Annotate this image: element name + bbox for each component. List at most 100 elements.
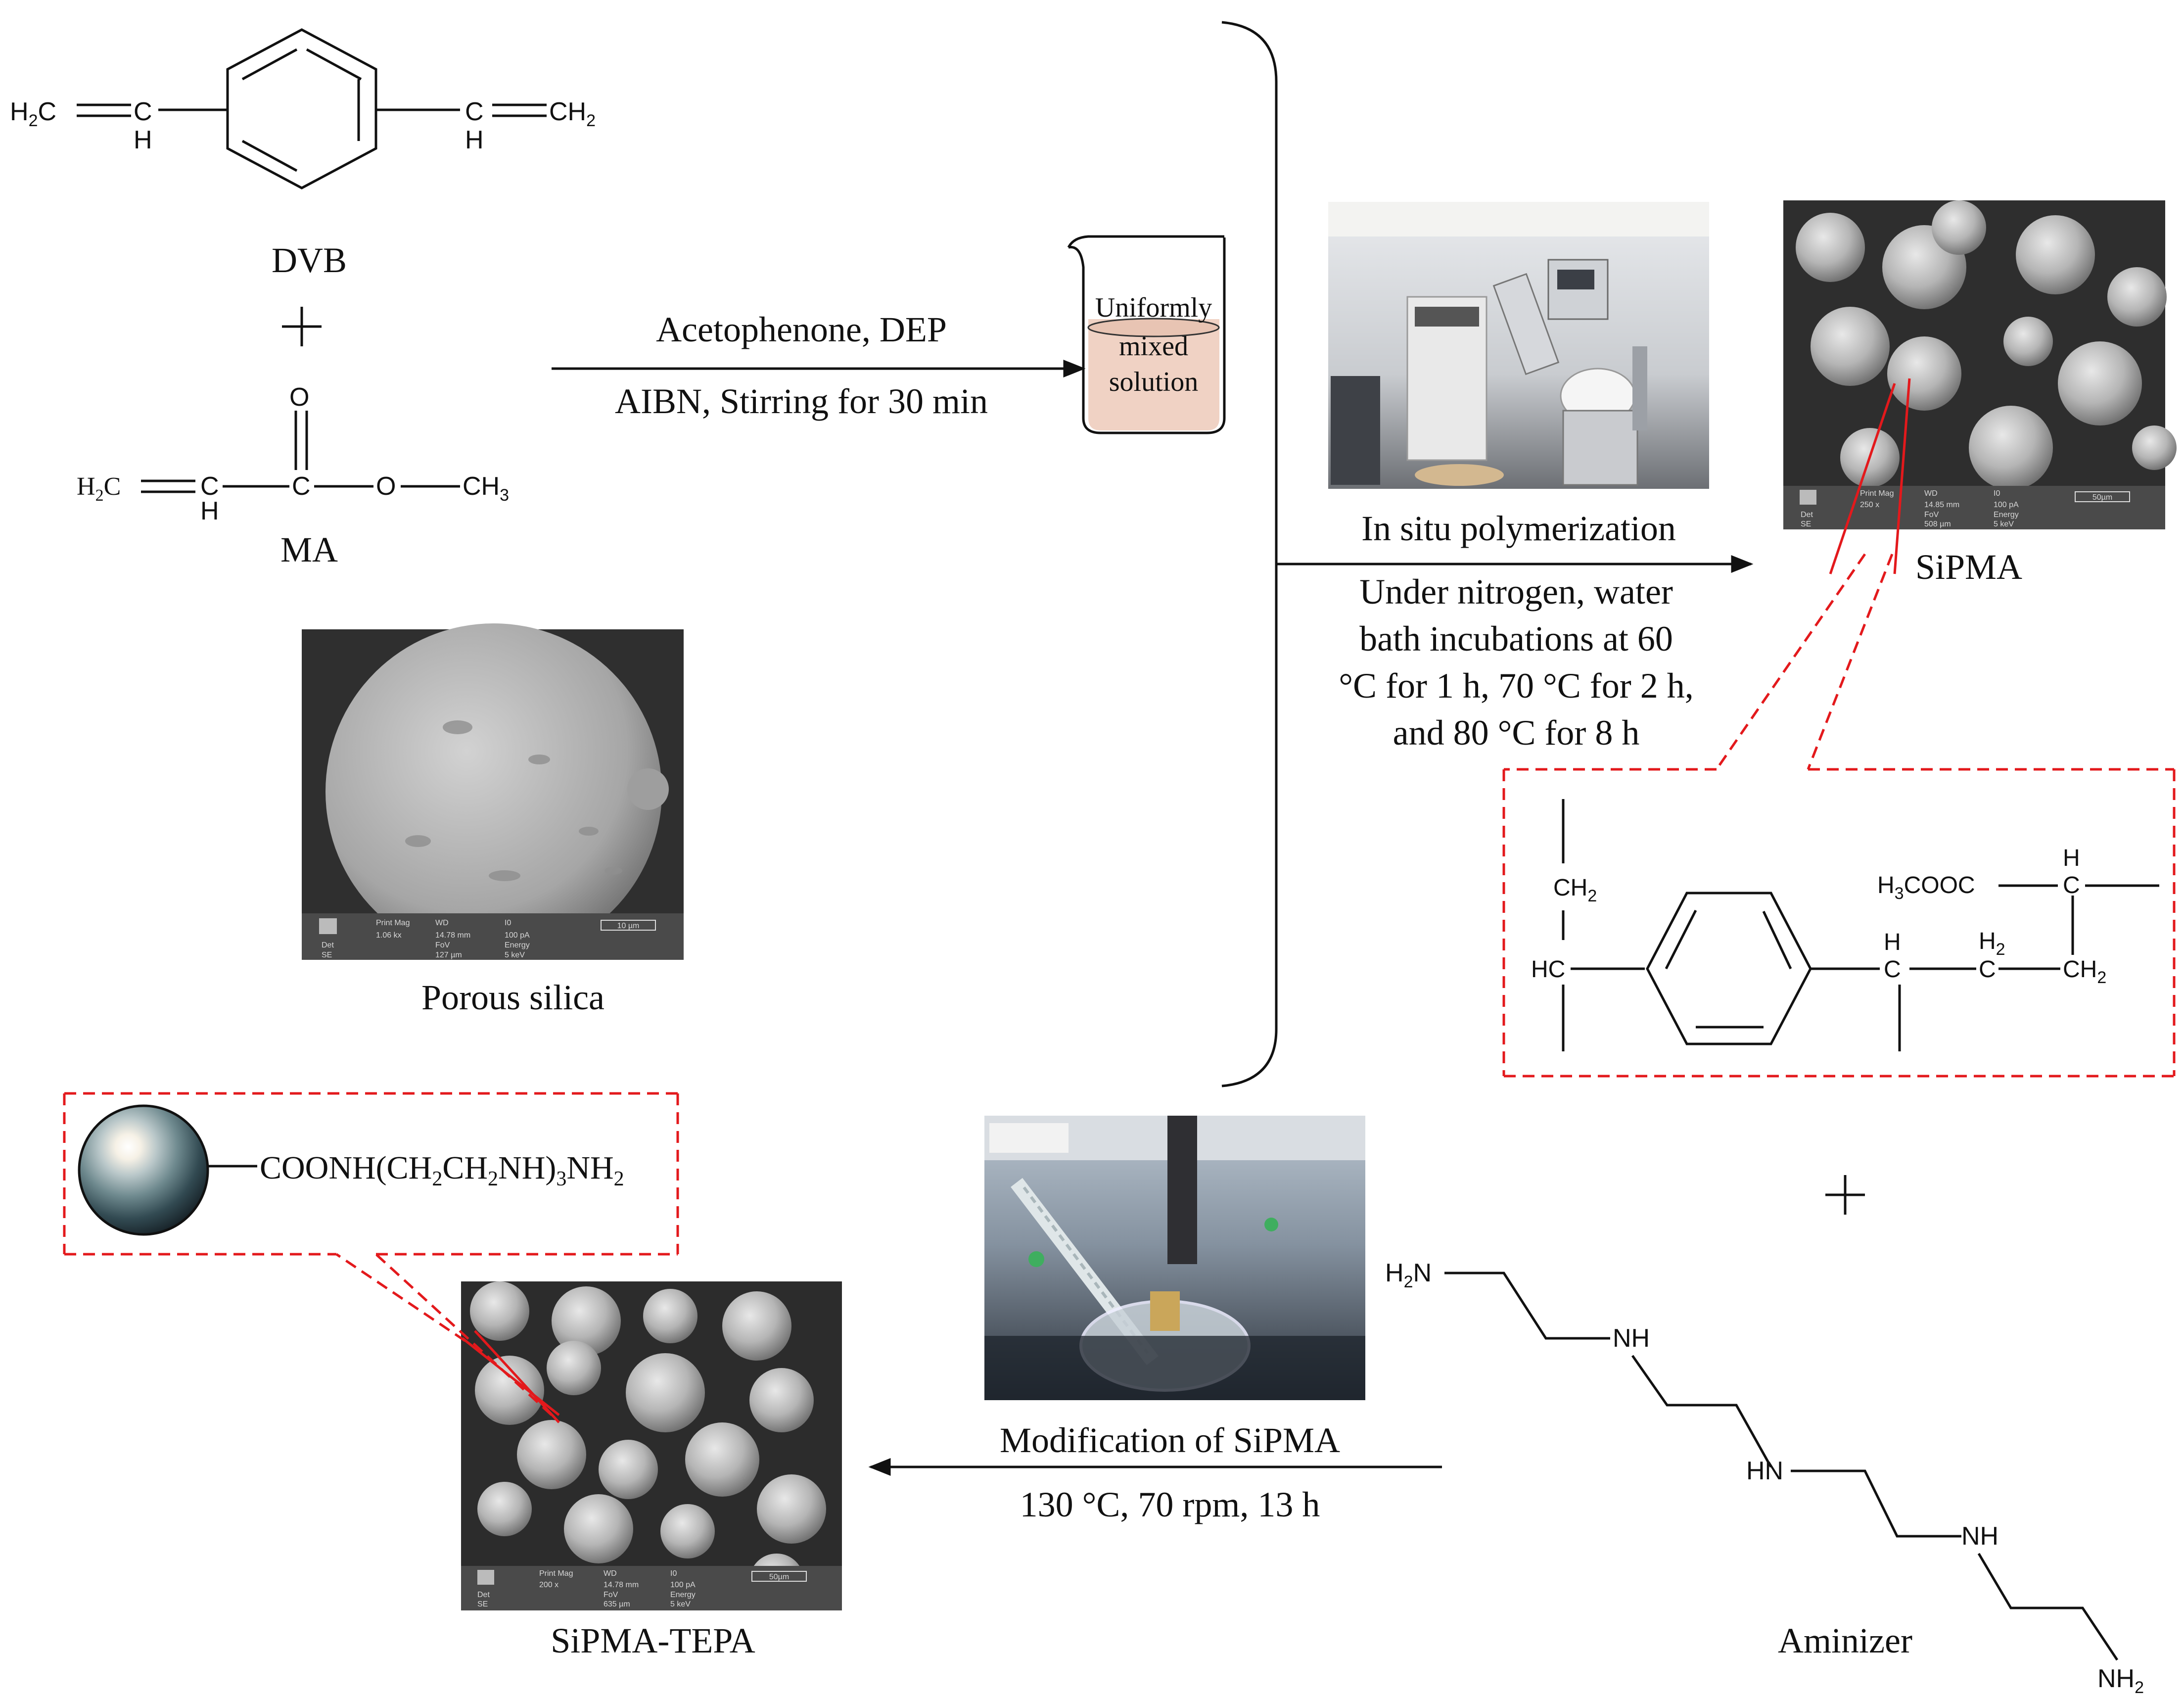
ma-c2: C <box>292 472 311 501</box>
tepa-h2n: H2N <box>1385 1259 1432 1291</box>
zoom-dash-tepa-left <box>335 1253 466 1342</box>
svg-text:WD: WD <box>604 1569 617 1578</box>
polymerization-line-2: bath incubations at 60 <box>1359 619 1673 659</box>
poly-c-top: C <box>2063 872 2080 898</box>
svg-text:Det: Det <box>477 1591 490 1599</box>
beaker-line-3: solution <box>1109 367 1198 397</box>
svg-text:100 pA: 100 pA <box>1994 501 2019 509</box>
dvb-h-right: H <box>465 126 484 154</box>
svg-text:5 keV: 5 keV <box>1994 520 2014 528</box>
svg-text:Print Mag: Print Mag <box>1860 489 1894 498</box>
poly-h3cooc: H3COOC <box>1877 872 1975 903</box>
porous-silica-label: Porous silica <box>421 978 604 1017</box>
svg-text:635 µm: 635 µm <box>604 1600 630 1608</box>
ma-ch3: CH3 <box>463 472 509 505</box>
polymerization-line-1: Under nitrogen, water <box>1359 572 1673 612</box>
dvb-h2c-left: H2C <box>10 97 56 130</box>
svg-text:5 keV: 5 keV <box>505 951 525 959</box>
beaker: Uniformly mixed solution <box>1067 235 1226 434</box>
dvb-label: DVB <box>272 240 347 280</box>
ma-o: O <box>376 472 396 501</box>
svg-text:I0: I0 <box>670 1569 677 1578</box>
svg-text:100 pA: 100 pA <box>505 931 530 940</box>
brace <box>1221 21 1278 1087</box>
svg-text:100 pA: 100 pA <box>670 1581 696 1589</box>
plus-sign-1 <box>282 307 322 346</box>
svg-text:Det: Det <box>322 941 334 949</box>
polymer-structure: CH2 HC H C H2 C CH2 H3COOC H C <box>1502 769 2176 1078</box>
beaker-line-2: mixed <box>1119 331 1188 362</box>
svg-text:Det: Det <box>1801 511 1813 519</box>
mixing-top-text: Acetophenone, DEP <box>656 310 947 349</box>
svg-text:Energy: Energy <box>1994 511 2019 519</box>
poly-c-h2: C <box>1979 956 1996 983</box>
aminizer-label: Aminizer <box>1778 1621 1912 1660</box>
svg-text:508 µm: 508 µm <box>1924 520 1951 528</box>
svg-text:SE: SE <box>322 951 332 959</box>
ma-label: MA <box>280 530 338 569</box>
svg-text:WD: WD <box>435 919 449 927</box>
svg-text:I0: I0 <box>505 919 511 927</box>
svg-text:127 µm: 127 µm <box>435 951 462 959</box>
svg-text:Print Mag: Print Mag <box>539 1569 573 1578</box>
mixing-bottom-text: AIBN, Stirring for 30 min <box>615 381 988 421</box>
dvb-h-left: H <box>134 126 152 154</box>
tepa-nh-2: NH <box>1961 1522 1998 1551</box>
polymerization-photo <box>1328 202 1709 489</box>
polymerization-line-4: and 80 °C for 8 h <box>1393 713 1640 753</box>
svg-text:Energy: Energy <box>505 941 530 949</box>
zoom-dash-right <box>1807 554 1894 770</box>
tepa-hn: HN <box>1746 1457 1783 1485</box>
dvb-c-left: C <box>134 97 152 126</box>
poly-c-mid: C <box>1884 956 1901 983</box>
modification-photo <box>984 1116 1365 1400</box>
svg-text:FoV: FoV <box>604 1591 618 1599</box>
svg-text:FoV: FoV <box>435 941 450 949</box>
svg-text:250 x: 250 x <box>1860 501 1879 509</box>
svg-text:I0: I0 <box>1994 489 2000 498</box>
poly-ch2: CH2 <box>1553 875 1597 905</box>
ma-h2c: H2C <box>77 472 121 505</box>
tepa-structure: H2N NH HN NH NH2 <box>1385 1259 2144 1697</box>
ma-h: H <box>200 497 219 525</box>
ma-structure: H2C C H C O O CH3 <box>77 383 509 525</box>
sipma-sem: Print Mag 250 x WD 14.85 mm I0 100 pA 50… <box>1783 200 2177 574</box>
modification-top-text: Modification of SiPMA <box>1000 1420 1340 1460</box>
poly-hc: HC <box>1531 956 1565 983</box>
sipma-tepa-sem: Print Mag 200 x WD 14.78 mm I0 100 pA 50… <box>461 1281 842 1610</box>
functionalized-particle-box: COONH(CH2CH2NH)3NH2 <box>63 1092 679 1256</box>
plus-sign-2 <box>1825 1175 1865 1215</box>
zoom-dash-tepa-right <box>375 1253 553 1416</box>
poly-ch2-end: CH2 <box>2063 956 2106 987</box>
svg-text:FoV: FoV <box>1924 511 1939 519</box>
porous-silica-sem: Print Mag 1.06 kx WD 14.78 mm I0 100 pA … <box>302 623 684 960</box>
dvb-c-right: C <box>465 97 484 126</box>
svg-text:200 x: 200 x <box>539 1581 558 1589</box>
tepa-nh2-end: NH2 <box>2097 1664 2144 1697</box>
poly-h2: H2 <box>1979 928 2005 959</box>
modification-bottom-text: 130 °C, 70 rpm, 13 h <box>1020 1485 1320 1524</box>
polymerization-title: In situ polymerization <box>1361 509 1676 548</box>
svg-text:14.85 mm: 14.85 mm <box>1924 501 1959 509</box>
svg-text:50µm: 50µm <box>769 1573 789 1581</box>
svg-text:10 µm: 10 µm <box>617 922 640 930</box>
tepa-nh-1: NH <box>1613 1324 1650 1353</box>
svg-text:SE: SE <box>1801 520 1811 528</box>
sipma-label: SiPMA <box>1915 547 2022 587</box>
svg-text:SE: SE <box>477 1600 488 1608</box>
svg-text:1.06 kx: 1.06 kx <box>376 931 402 940</box>
poly-h-mid: H <box>1884 929 1901 955</box>
svg-text:Energy: Energy <box>670 1591 696 1599</box>
beaker-line-1: Uniformly <box>1095 292 1212 323</box>
tepa-formula: COONH(CH2CH2NH)3NH2 <box>260 1150 624 1190</box>
svg-text:WD: WD <box>1924 489 1938 498</box>
dvb-structure: H2C C H C H CH2 <box>10 28 596 189</box>
svg-text:14.78 mm: 14.78 mm <box>435 931 470 940</box>
dvb-ch2-right: CH2 <box>549 97 596 130</box>
svg-text:14.78 mm: 14.78 mm <box>604 1581 639 1589</box>
polymerization-line-3: °C for 1 h, 70 °C for 2 h, <box>1339 666 1694 706</box>
svg-text:Print Mag: Print Mag <box>376 919 410 927</box>
ma-c: C <box>200 472 219 501</box>
svg-text:5 keV: 5 keV <box>670 1600 691 1608</box>
